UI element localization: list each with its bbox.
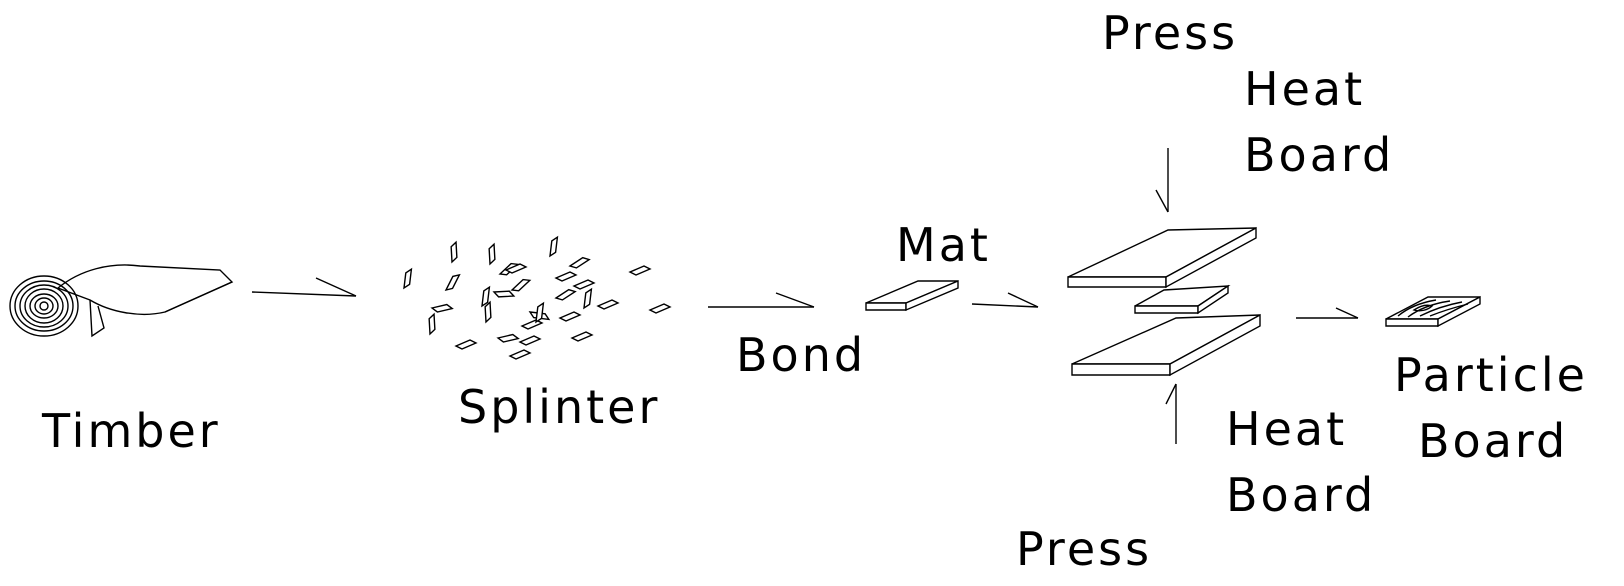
splinter-chip	[596, 299, 620, 310]
bond-label: Bond	[736, 328, 867, 382]
splinter-chip	[535, 301, 545, 324]
top-heat-board-icon	[1067, 226, 1257, 289]
splinter-chip	[554, 271, 578, 282]
splinter-chip	[583, 287, 593, 310]
heat-board-top-label-line1: Heat	[1244, 62, 1366, 116]
splinter-chip	[481, 285, 491, 308]
splinter-chip	[549, 235, 559, 258]
splinter-chip	[444, 273, 461, 292]
splinter-chip	[558, 311, 582, 322]
splinter-chip	[504, 263, 528, 274]
particle-board-icon	[1385, 295, 1481, 328]
particle-board-label-line2: Board	[1418, 414, 1569, 468]
splinter-chip	[554, 288, 577, 301]
splinter-chip	[403, 267, 413, 290]
splinter-chip	[450, 240, 458, 264]
mat-label: Mat	[896, 218, 991, 272]
bottom-heat-board-icon	[1071, 313, 1261, 377]
splinter-chip	[510, 278, 532, 292]
splinter-chip	[648, 303, 672, 314]
bottom-press-arrow	[1165, 383, 1177, 444]
splinter-chip	[568, 256, 591, 269]
particle-board-label-line1: Particle	[1394, 348, 1588, 402]
splinter-chip	[518, 335, 542, 346]
arrow-press-to-particle-board	[1296, 307, 1359, 319]
arrow-mat-to-press	[971, 292, 1039, 308]
splinter-chip	[628, 265, 652, 276]
heat-board-top-label-line2: Board	[1244, 128, 1395, 182]
splinter-chip	[572, 279, 596, 290]
heat-board-bottom-label-line2: Board	[1226, 468, 1377, 522]
splinter-chip	[520, 319, 544, 330]
timber-label: Timber	[42, 404, 221, 458]
splinter-chip	[428, 312, 436, 336]
arrow-timber-to-splinter	[251, 277, 357, 297]
press-top-label: Press	[1102, 6, 1239, 60]
splinter-chip	[454, 339, 478, 350]
splinter-chip	[496, 333, 520, 343]
timber-log-icon	[9, 264, 234, 338]
splinter-chip	[570, 331, 594, 342]
mat-in-press-icon	[1134, 284, 1231, 315]
splinter-chip	[484, 300, 492, 324]
splinter-chip	[492, 290, 516, 298]
mat-board-icon	[865, 279, 959, 312]
splinter-chip	[508, 349, 532, 360]
top-press-arrow	[1155, 148, 1169, 213]
arrow-splinter-to-mat	[708, 292, 815, 308]
heat-board-bottom-label-line1: Heat	[1226, 402, 1348, 456]
splinter-pieces-icon	[403, 235, 672, 360]
splinter-label: Splinter	[458, 380, 661, 434]
press-bottom-label: Press	[1016, 522, 1153, 576]
splinter-chip	[430, 303, 454, 313]
splinter-chip	[488, 242, 496, 266]
